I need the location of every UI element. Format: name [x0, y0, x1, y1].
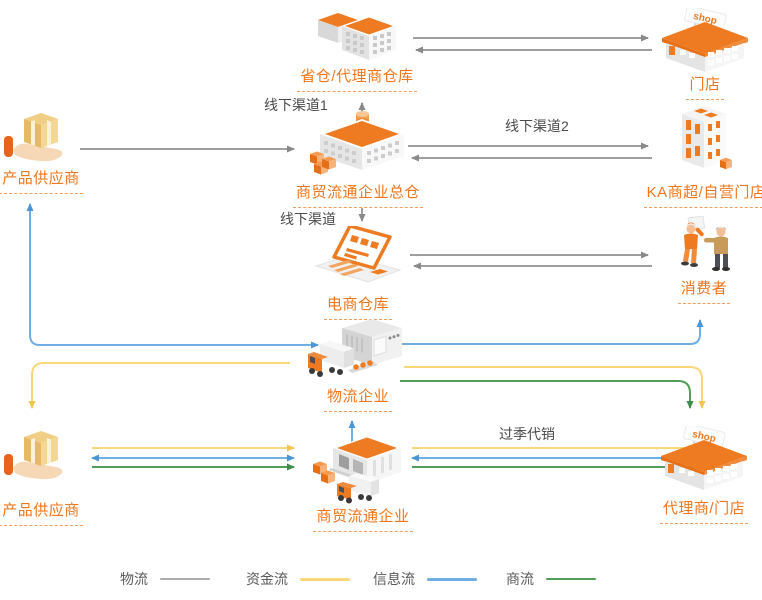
tall-building-icon — [682, 106, 732, 170]
annotation-offline-channel: 线下渠道 — [280, 211, 336, 227]
node-ka-store: KA商超/自营门店 — [643, 102, 762, 209]
node-label: 产品供应商 — [0, 170, 83, 195]
node-label: KA商超/自营门店 — [643, 184, 762, 209]
legend-label: 资金流 — [246, 571, 288, 587]
legend-item-logistics: 物流 — [120, 569, 210, 589]
node-provincial-warehouse: 省仓/代理商仓库 — [287, 6, 427, 93]
shop-building-icon: shop — [661, 426, 747, 490]
cargo-boxes — [310, 151, 336, 175]
node-consumers: 消费者 — [652, 216, 756, 305]
node-supplier-bottom: 产品供应商 — [0, 430, 83, 527]
info-line-logistics-to-consumer — [400, 319, 704, 345]
node-label: 产品供应商 — [0, 502, 83, 527]
legend-line-swatch-yellow — [300, 577, 350, 581]
node-trade-company: 商贸流通企业 — [292, 432, 434, 533]
cargo-box — [720, 157, 732, 170]
annotation-offseason-consignment: 过季代销 — [499, 426, 555, 442]
shop-sign-text: shop — [691, 429, 717, 445]
node-label: 省仓/代理商仓库 — [297, 68, 417, 93]
node-ecommerce-warehouse: 电商仓库 — [295, 226, 421, 321]
node-label: 商贸流通企业 — [313, 508, 413, 533]
annotation-offline-channel-2: 线下渠道2 — [505, 118, 569, 134]
legend-item-funds: 资金流 — [246, 569, 350, 589]
hand-holding-box-icon — [4, 431, 63, 480]
legend-label: 信息流 — [373, 571, 415, 587]
laptop-shop-icon — [314, 226, 402, 283]
legend-label: 商流 — [506, 571, 534, 587]
node-logistics: 物流企业 — [292, 318, 424, 413]
fund-line-logistics-to-agent — [404, 366, 706, 409]
shop-building-icon: shop — [662, 8, 748, 72]
node-hq-warehouse: 商贸流通企业总仓 — [285, 108, 431, 209]
node-supplier-top: 产品供应商 — [0, 112, 83, 195]
node-label: 代理商/门店 — [659, 500, 749, 525]
legend-item-information: 信息流 — [373, 569, 477, 589]
node-agent-store: shop 代理商/门店 — [642, 426, 762, 525]
legend-item-goods: 商流 — [506, 569, 596, 589]
legend-line-swatch-green — [546, 578, 596, 580]
truck-warehouse-icon — [308, 319, 402, 377]
node-store-top: shop 门店 — [650, 8, 760, 101]
node-label: 门店 — [686, 76, 724, 101]
warehouse-truck-icon — [313, 436, 401, 504]
legend: 物流 资金流 信息流 商流 — [0, 569, 762, 593]
cargo-boxes — [313, 461, 335, 484]
shop-sign-text: shop — [692, 11, 718, 27]
provincial-warehouse-icon — [318, 13, 396, 60]
goods-line-logistics-to-agent — [400, 380, 694, 409]
node-label: 消费者 — [677, 280, 731, 305]
node-label: 商贸流通企业总仓 — [292, 184, 423, 209]
fund-line-logistics-to-supplier — [28, 362, 290, 409]
legend-line-swatch-blue — [427, 577, 477, 581]
annotation-offline-channel-1: 线下渠道1 — [264, 97, 328, 113]
hand-holding-box-icon — [4, 113, 63, 162]
legend-line-swatch-gray — [160, 578, 210, 580]
legend-label: 物流 — [120, 571, 148, 587]
hq-warehouse-icon — [310, 111, 404, 175]
info-line-supplier-logistics — [26, 203, 319, 349]
node-label: 电商仓库 — [323, 296, 392, 321]
node-label: 物流企业 — [323, 388, 392, 413]
delivery-to-customer-icon — [681, 216, 730, 271]
